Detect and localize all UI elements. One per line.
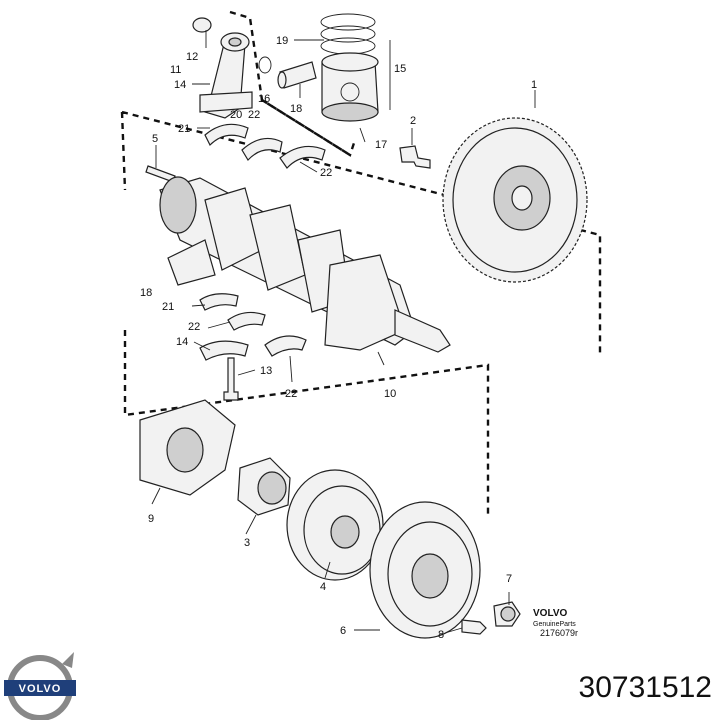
oil-pump (139, 399, 236, 496)
bearing-shell (199, 293, 239, 311)
piston-rings (320, 13, 376, 55)
callout-21-upper: 21 (178, 123, 190, 135)
crankshaft-group-boundary (120, 110, 602, 515)
crankshaft-gear (237, 457, 291, 516)
volvo-logo: VOLVO (4, 652, 76, 720)
callout-20: 20 (230, 109, 242, 121)
callout-9: 9 (148, 513, 154, 525)
bearing-shell (227, 311, 266, 331)
bearing-shell (241, 137, 283, 161)
piston-pin (277, 61, 317, 89)
callout-15: 15 (394, 63, 406, 75)
volvo-logo-text: VOLVO (19, 683, 62, 695)
flywheel (442, 117, 588, 283)
piston-group-boundary (261, 98, 357, 157)
callout-10: 10 (384, 388, 396, 400)
crankshaft (159, 176, 451, 353)
callout-5: 5 (152, 133, 158, 145)
callout-1: 1 (531, 79, 537, 91)
callout-22-upper-a: 22 (248, 109, 260, 121)
piston (321, 52, 379, 122)
callout-22-upper-b: 22 (320, 167, 332, 179)
callout-2: 2 (410, 115, 416, 127)
brand-subtitle: GenuineParts (533, 621, 576, 628)
thrust-bearing (199, 340, 249, 361)
connecting-rod (199, 32, 253, 119)
callout-17: 17 (375, 139, 387, 151)
callout-22-lower-a: 22 (188, 321, 200, 333)
brand-text: VOLVO (533, 608, 567, 619)
bearing-shell (279, 145, 326, 169)
callout-14-rod: 14 (174, 79, 186, 91)
small-end-bush (192, 17, 212, 33)
callout-13: 13 (260, 365, 272, 377)
bearing-shell (264, 335, 307, 357)
center-bolt (493, 601, 521, 627)
drawing-code: 2176079r (540, 628, 578, 638)
callout-22-lower-b: 22 (285, 388, 297, 400)
callout-4: 4 (320, 581, 326, 593)
leader-lines (151, 30, 536, 634)
callout-21-lower: 21 (162, 301, 174, 313)
callout-12: 12 (186, 51, 198, 63)
part-number: 30731512 (579, 671, 712, 704)
flywheel-bolt (399, 145, 431, 169)
crankshaft-pulley (286, 469, 384, 581)
con-rod-group-boundary (229, 10, 351, 157)
callout-11: 11 (170, 64, 181, 76)
callout-3: 3 (244, 537, 250, 549)
main-bearing-bolt (223, 357, 239, 401)
callout-8: 8 (438, 629, 444, 641)
callout-14-thrust: 14 (176, 336, 188, 348)
callout-18-group: 18 (140, 287, 152, 299)
callout-18-pin: 18 (290, 103, 302, 115)
callout-6: 6 (340, 625, 346, 637)
circlip (258, 56, 272, 74)
callout-19: 19 (276, 35, 288, 47)
callout-7: 7 (506, 573, 512, 585)
callout-16: 16 (258, 93, 270, 105)
bearing-shell (204, 123, 249, 147)
damper-bolt (461, 619, 487, 635)
vibration-damper (369, 501, 481, 639)
